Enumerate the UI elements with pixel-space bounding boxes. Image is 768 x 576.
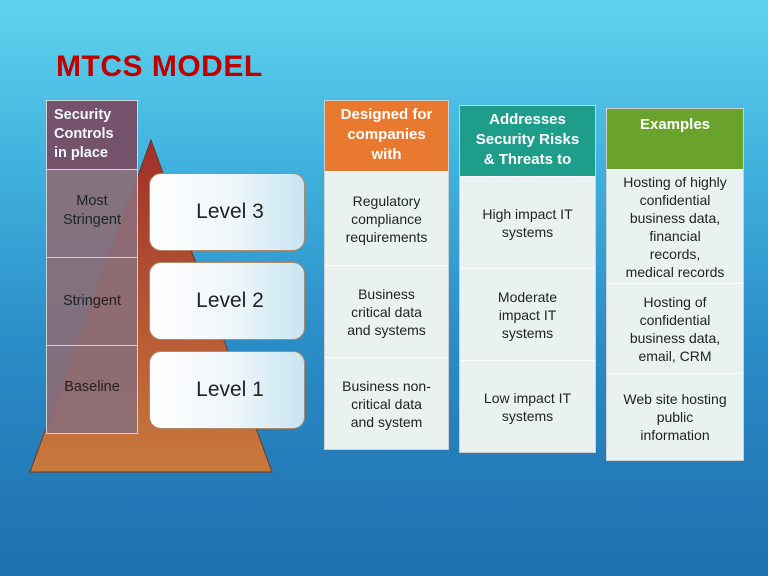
addresses-risks-cell: High impact IT systems bbox=[460, 176, 595, 268]
cell-line: and systems bbox=[347, 321, 426, 338]
cell-line: medical records bbox=[625, 263, 725, 280]
security-controls-header: Security Controls in place bbox=[47, 101, 137, 169]
header-line: Security Risks bbox=[475, 131, 580, 148]
examples-column: Examples Hosting of highly confidential … bbox=[606, 108, 744, 461]
examples-cell: Web site hosting public information bbox=[607, 373, 743, 459]
cell-line: business data, bbox=[629, 209, 721, 226]
designed-for-cell: Regulatory compliance requirements bbox=[325, 171, 448, 265]
cell-line: Hosting of highly bbox=[623, 173, 727, 190]
addresses-risks-header: Addresses Security Risks & Threats to bbox=[460, 106, 595, 176]
slide-title: MTCS MODEL bbox=[56, 50, 263, 83]
addresses-risks-column: Addresses Security Risks & Threats to Hi… bbox=[459, 105, 596, 453]
cell-line: business data, bbox=[629, 329, 721, 346]
cell-line: and system bbox=[350, 413, 423, 430]
cell-line: financial bbox=[649, 227, 701, 244]
cell-line: High impact IT bbox=[482, 205, 573, 222]
cell-line: Low impact IT bbox=[483, 389, 572, 406]
security-header-line: Controls bbox=[54, 126, 114, 142]
addresses-risks-cell: Low impact IT systems bbox=[460, 360, 595, 452]
header-line: with bbox=[371, 146, 402, 163]
security-row-most-stringent: Most Stringent bbox=[47, 169, 137, 257]
cell-line: systems bbox=[501, 223, 554, 240]
cell-line: confidential bbox=[639, 311, 711, 328]
header-line: companies bbox=[347, 126, 426, 143]
examples-cell: Hosting of highly confidential business … bbox=[607, 169, 743, 283]
cell-line: systems bbox=[501, 324, 554, 341]
header-line: Designed for bbox=[340, 106, 433, 123]
designed-for-header: Designed for companies with bbox=[325, 101, 448, 171]
cell-line: critical data bbox=[351, 303, 422, 320]
cell-line: systems bbox=[501, 407, 554, 424]
cell-line: information bbox=[640, 426, 710, 443]
security-header-line: Security bbox=[54, 107, 112, 123]
header-line: Examples bbox=[639, 116, 711, 133]
cell-line: Hosting of bbox=[643, 293, 707, 310]
designed-for-cell: Business non- critical data and system bbox=[325, 357, 448, 449]
cell-line: Business non- bbox=[342, 377, 431, 394]
cell-line: Regulatory bbox=[352, 192, 421, 209]
cell-line: impact IT bbox=[498, 306, 557, 323]
cell-line: email, CRM bbox=[638, 347, 712, 364]
cell-line: requirements bbox=[345, 228, 428, 245]
cell-line: compliance bbox=[351, 210, 422, 227]
cell-line: critical data bbox=[351, 395, 422, 412]
designed-for-column: Designed for companies with Regulatory c… bbox=[324, 100, 449, 450]
examples-cell: Hosting of confidential business data, e… bbox=[607, 283, 743, 373]
level-3-box: Level 3 bbox=[149, 173, 305, 251]
cell-line: records, bbox=[649, 245, 701, 262]
designed-for-cell: Business critical data and systems bbox=[325, 265, 448, 357]
header-line: & Threats to bbox=[483, 151, 572, 168]
level-1-box: Level 1 bbox=[149, 351, 305, 429]
cell-line: Moderate bbox=[497, 288, 558, 305]
security-row-stringent: Stringent bbox=[47, 257, 137, 345]
cell-line: public bbox=[656, 408, 694, 425]
security-controls-table: Security Controls in place Most Stringen… bbox=[46, 100, 138, 434]
cell-line: confidential bbox=[639, 191, 711, 208]
cell-line: Business bbox=[358, 285, 415, 302]
examples-header: Examples bbox=[607, 109, 743, 169]
cell-line: Web site hosting bbox=[623, 390, 727, 407]
security-row-baseline: Baseline bbox=[47, 345, 137, 433]
addresses-risks-cell: Moderate impact IT systems bbox=[460, 268, 595, 360]
level-2-box: Level 2 bbox=[149, 262, 305, 340]
security-header-line: in place bbox=[54, 145, 108, 161]
header-line: Addresses bbox=[489, 111, 566, 128]
